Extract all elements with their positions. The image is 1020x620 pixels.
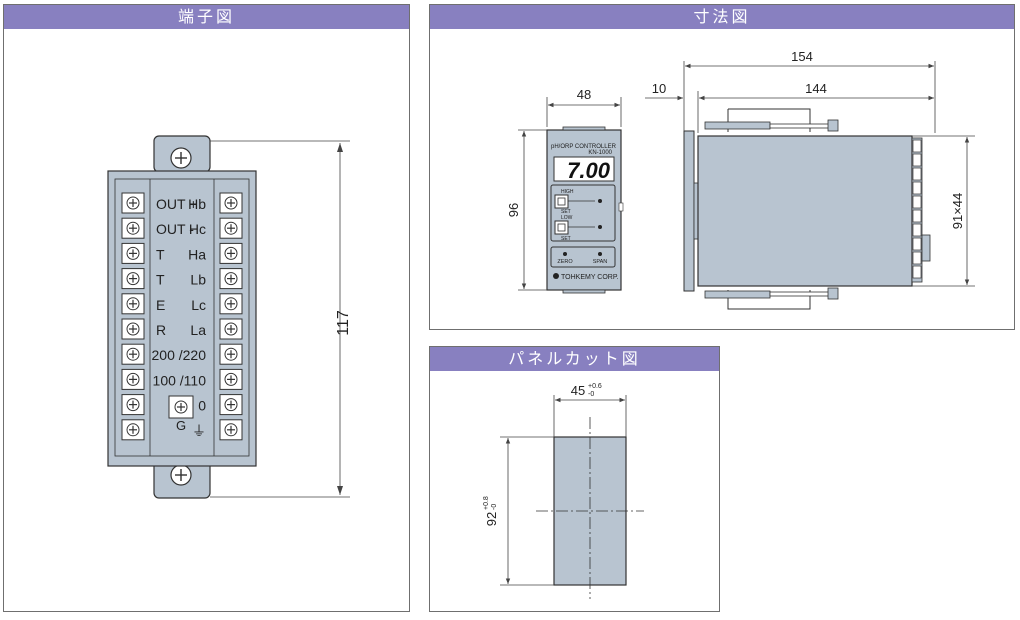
terminal-left-label-6: R [156, 322, 166, 338]
terminal-left-label-3: T [156, 246, 165, 262]
side-terminal-2 [912, 153, 922, 167]
terminal-right-label-8: 100 /110 [153, 372, 207, 388]
terminal-screw-right-5-icon [219, 293, 243, 315]
led-high [598, 199, 602, 203]
terminal-screw-right-6-icon [219, 318, 243, 340]
cutout-height-tolerance-lower: -0 [491, 504, 498, 510]
ground-label: G [176, 418, 186, 433]
terminal-screw-right-7-icon [219, 343, 243, 365]
body-depth-dimension: 144 [805, 81, 827, 96]
terminal-right-label-7: 200 /220 [152, 347, 207, 363]
ground-terminal [168, 395, 194, 419]
side-terminal-4 [912, 181, 922, 195]
front-height-dimension: 96 [506, 203, 521, 217]
brand-logo-icon [553, 273, 559, 279]
terminal-screw-left-1-icon [121, 192, 145, 214]
side-terminal-1 [912, 139, 922, 153]
terminal-diagram-title: 端子図 [4, 5, 409, 29]
panel-gap-dimension: 10 [652, 81, 666, 96]
device-label: pH/ORP CONTROLLER [551, 144, 617, 150]
terminal-screw-left-8-icon [121, 368, 145, 390]
side-terminal-7 [912, 223, 922, 237]
device-display-value: 7.00 [567, 158, 611, 183]
terminal-right-label-5: Lc [191, 297, 206, 313]
cutout-width-tolerance-upper: +0.6 [588, 383, 602, 390]
zero-adjust-label: ZERO [557, 259, 573, 265]
terminal-screw-left-5-icon [121, 293, 145, 315]
total-depth-dimension: 154 [791, 49, 813, 64]
side-terminal-10 [912, 265, 922, 279]
key-high-set-label: SET [561, 209, 571, 215]
side-terminal-3 [912, 167, 922, 181]
span-adjust-label: SPAN [593, 259, 608, 265]
mount-screw-top-icon [170, 147, 192, 169]
key-low-label: LOW [561, 215, 573, 221]
side-terminal-8 [912, 237, 922, 251]
terminal-dimension-117: 117 [335, 310, 352, 336]
panel-cutout-drawing: 45 +0.6 -0 92 +0.8 -0 [483, 383, 644, 599]
cutout-height-tolerance-upper: +0.8 [483, 496, 490, 510]
terminal-left-label-1: OUT + [156, 196, 197, 212]
terminal-right-label-4: Lb [190, 272, 206, 288]
key-high-button[interactable] [554, 194, 569, 209]
front-width-dimension: 48 [577, 87, 591, 102]
terminal-screw-left-9-icon [121, 394, 145, 416]
terminal-screw-left-4-icon [121, 268, 145, 290]
terminal-right-label-6: La [190, 322, 206, 338]
terminal-screw-left-10-icon [121, 419, 145, 441]
terminal-screw-right-1-icon [219, 192, 243, 214]
terminal-screw-right-9-icon [219, 394, 243, 416]
device-display [553, 156, 615, 182]
terminal-right-label-2: Hc [189, 221, 206, 237]
side-terminal-9 [912, 251, 922, 265]
terminal-screw-left-6-icon [121, 318, 145, 340]
terminal-right-label-9: 0 [198, 398, 206, 414]
side-terminal-5 [912, 195, 922, 209]
led-low [598, 225, 602, 229]
key-low-set-label: SET [561, 236, 571, 242]
panel-cutout-title: パネルカット図 [430, 347, 719, 371]
terminal-right-label-1: Hb [188, 196, 206, 212]
terminal-screw-left-7-icon [121, 343, 145, 365]
side-view [683, 108, 931, 310]
front-view: pH/ORP CONTROLLER KN-1000 7.00 HIGH SET … [546, 126, 624, 294]
dimension-diagram-drawing: pH/ORP CONTROLLER KN-1000 7.00 HIGH SET … [506, 49, 975, 310]
terminal-left-label-4: T [156, 272, 165, 288]
device-model: KN-1000 [588, 150, 612, 156]
terminal-right-label-3: Ha [188, 246, 206, 262]
terminal-screw-right-3-icon [219, 242, 243, 264]
terminal-screw-left-3-icon [121, 242, 145, 264]
side-terminal-6 [912, 209, 922, 223]
dimension-diagram-title: 寸法図 [430, 5, 1014, 29]
device-keypad [550, 184, 616, 242]
cutout-height-dimension: 92 [484, 512, 499, 526]
mount-screw-bottom-icon [170, 464, 192, 486]
terminal-right-label-10: ⏚ [192, 423, 206, 439]
device-brand: TOHKEMY CORP. [561, 274, 619, 281]
terminal-screw-right-8-icon [219, 368, 243, 390]
terminal-screw-right-10-icon [219, 419, 243, 441]
body-section-dimension: 91×44 [950, 193, 965, 230]
terminal-screw-right-2-icon [219, 217, 243, 239]
terminal-block-inner [114, 178, 250, 457]
terminal-screw-left-2-icon [121, 217, 145, 239]
cutout-width-tolerance-lower: -0 [588, 391, 594, 398]
terminal-left-label-2: OUT - [156, 221, 194, 237]
key-high-label: HIGH [561, 189, 574, 195]
key-low-button[interactable] [554, 220, 569, 235]
terminal-screw-right-4-icon [219, 268, 243, 290]
dimension-diagram-panel: 寸法図 pH/ORP CONTROLLER KN-1000 7.00 HIGH … [429, 4, 1015, 330]
cutout-width-dimension: 45 [571, 383, 585, 398]
device-adjust-panel [550, 246, 616, 268]
panel-cutout-panel: パネルカット図 45 +0.6 -0 92 +0.8 -0 [429, 346, 720, 612]
terminal-left-label-5: E [156, 297, 165, 313]
